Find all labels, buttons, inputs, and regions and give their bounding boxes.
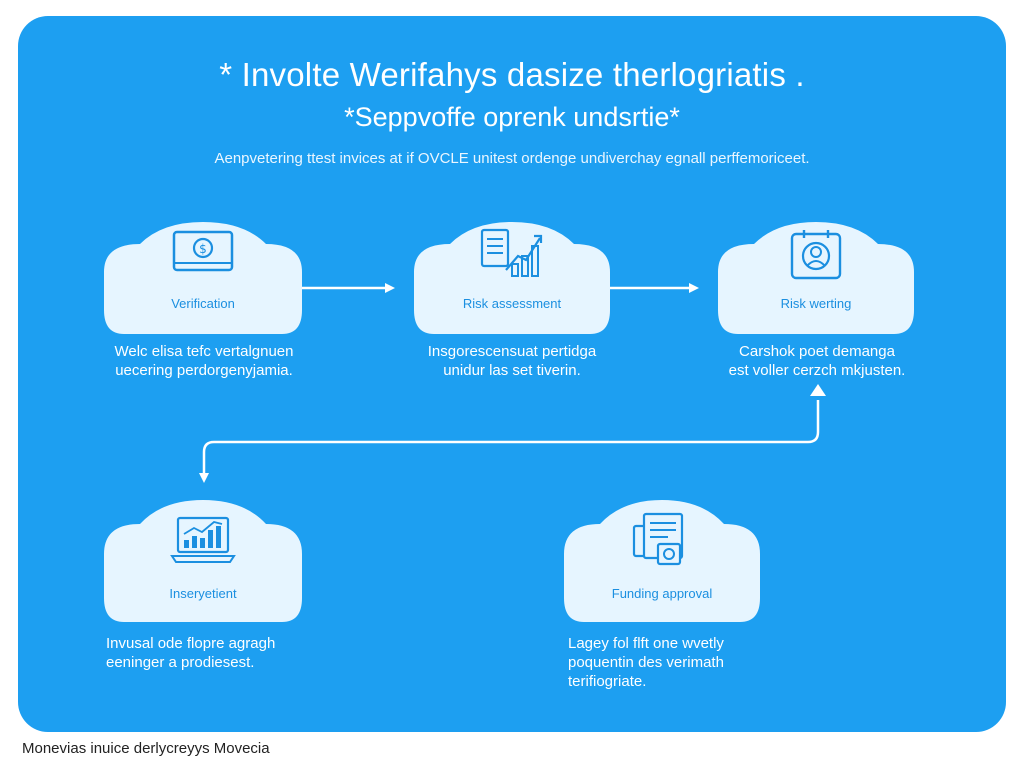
step-label: Funding approval: [611, 586, 713, 601]
step-description-line: est voller cerzch mkjusten.: [728, 362, 906, 379]
documents-approval-icon: [632, 512, 684, 566]
footer-caption: Monevias inuice derlycreyys Movecia: [22, 740, 270, 757]
step-description-line: terifiogriate.: [568, 673, 647, 690]
step-funding-approval: Funding approval: [564, 500, 760, 622]
step-description: Insgorescensuat pertidga unidur las set …: [412, 342, 612, 380]
arrow-loop-to-step4: [199, 400, 820, 483]
step-description-line: Welc elisa tefc vertalgnuen: [114, 343, 294, 360]
step-description-line: unidur las set tiverin.: [443, 362, 581, 379]
monitor-coin-icon: $: [172, 230, 234, 272]
step-description: Lagey fol flft one wvetly poquentin des …: [568, 634, 778, 691]
diagram-subtitle: *Seppvoffe oprenk undsrtie*: [344, 102, 680, 132]
user-badge-icon: [790, 230, 842, 280]
laptop-chart-icon: [170, 516, 236, 563]
step-label: Risk assessment: [462, 296, 562, 311]
diagram-tagline: Aenpvetering ttest invices at if OVCLE u…: [214, 150, 810, 167]
step-description-line: Carshok poet demanga: [739, 343, 895, 360]
step-description-line: Lagey fol flft one wvetly: [568, 635, 724, 652]
step-description-line: Invusal ode flopre agragh: [106, 635, 276, 652]
svg-text:$: $: [199, 242, 207, 256]
step-description-line: eeninger a prodiesest.: [106, 654, 255, 671]
step-description-line: poquentin des verimath: [568, 654, 724, 671]
step-inseryetient: Inseryetient: [104, 500, 302, 622]
step-description: Carshok poet demanga est voller cerzch m…: [712, 342, 922, 380]
step-description-line: uecering perdorgenyjamia.: [115, 362, 293, 379]
step-label: Inseryetient: [169, 586, 237, 601]
step-risk-assessment: Risk assessment: [414, 222, 610, 334]
cloud-shape: [104, 222, 302, 334]
document-growth-chart-icon: [480, 228, 543, 277]
step-label: Verification: [171, 296, 235, 311]
step-description: Invusal ode flopre agragh eeninger a pro…: [106, 634, 316, 672]
step-description-line: Insgorescensuat pertidga: [427, 343, 597, 360]
step-label: Risk werting: [780, 296, 852, 311]
step-risk-werting: Risk werting: [718, 222, 914, 334]
step-description: Welc elisa tefc vertalgnuen uecering per…: [104, 342, 304, 380]
cloud-shape: [414, 222, 610, 334]
arrow-loop-head-up: [810, 384, 826, 396]
diagram-title: * Involte Werifahys dasize therlogriatis…: [219, 56, 805, 93]
step-verification: $ Verification: [104, 222, 302, 334]
